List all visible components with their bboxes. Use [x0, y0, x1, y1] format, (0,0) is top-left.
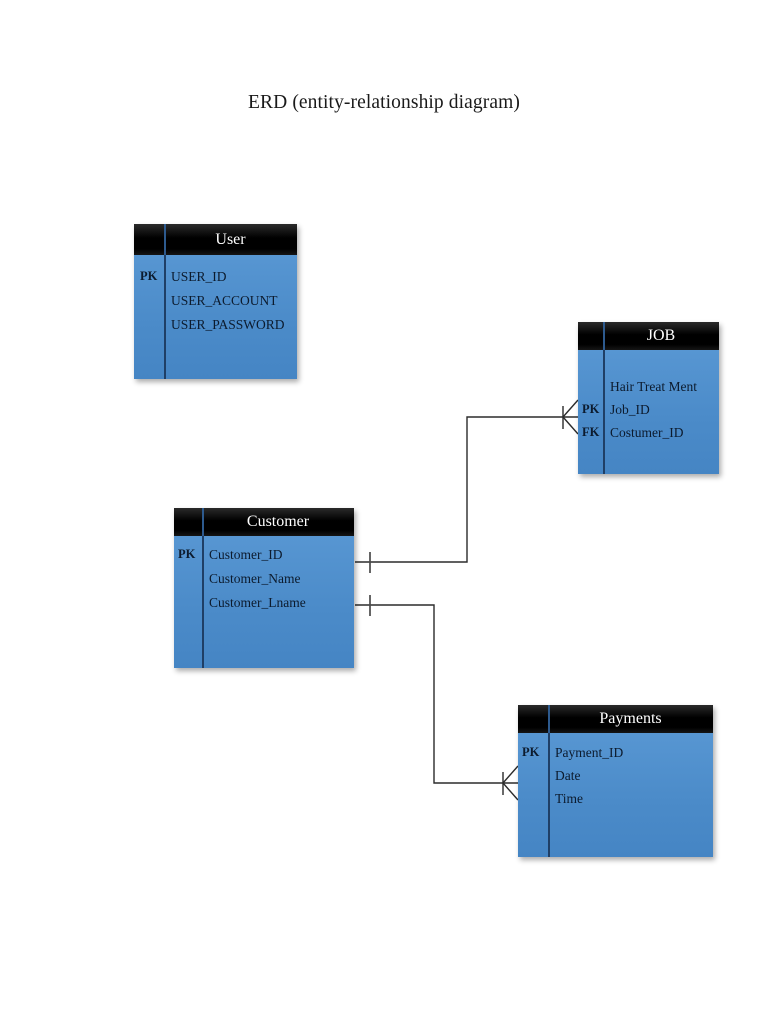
- attribute-row[interactable]: USER_ACCOUNT: [134, 289, 297, 313]
- attribute-name: Customer_Lname: [209, 594, 306, 610]
- attribute-name: USER_ACCOUNT: [171, 292, 278, 308]
- attribute-name: USER_ID: [171, 268, 227, 284]
- relationship-customer-payments: [355, 595, 519, 801]
- attribute-key: PK: [522, 745, 540, 760]
- attribute-row[interactable]: Customer_Name: [174, 567, 354, 591]
- entity-user-body: PK USER_ID USER_ACCOUNT USER_PASSWORD: [134, 255, 297, 379]
- attribute-name: Customer_ID: [209, 546, 283, 562]
- entity-customer-title: Customer: [246, 513, 310, 530]
- entity-job-body-divider: [603, 350, 605, 474]
- attribute-name: Payment_ID: [555, 744, 624, 760]
- entity-job-title: JOB: [646, 327, 676, 344]
- entity-payments-body-divider: [548, 733, 550, 857]
- entity-payments[interactable]: Payments PK Payment_ID Date Time: [518, 705, 713, 857]
- entity-payments-title: Payments: [599, 710, 662, 727]
- attribute-row[interactable]: Date: [518, 764, 713, 788]
- attribute-key: FK: [582, 425, 600, 440]
- attribute-name: Hair Treat Ment: [610, 378, 697, 394]
- entity-payments-header: Payments: [518, 705, 713, 733]
- entity-payments-header-divider: [548, 705, 550, 733]
- entity-job-body: Hair Treat Ment PK Job_ID FK Costumer_ID: [578, 350, 719, 474]
- entity-user-body-divider: [164, 255, 166, 379]
- entity-payments-body: PK Payment_ID Date Time: [518, 733, 713, 857]
- attribute-name: Date: [555, 767, 581, 783]
- entity-job-header: JOB: [578, 322, 719, 350]
- attribute-key: PK: [582, 402, 600, 417]
- entity-job-header-divider: [603, 322, 605, 350]
- entity-customer-body: PK Customer_ID Customer_Name Customer_Ln…: [174, 536, 354, 668]
- attribute-name: USER_PASSWORD: [171, 316, 285, 332]
- attribute-row[interactable]: PK Customer_ID: [174, 543, 354, 567]
- relationship-line-customer-payments: [355, 604, 518, 784]
- entity-job[interactable]: JOB Hair Treat Ment PK Job_ID FK Costume…: [578, 322, 719, 474]
- entity-customer-header-divider: [202, 508, 204, 536]
- relationship-customer-job: [355, 399, 579, 573]
- attribute-row[interactable]: FK Costumer_ID: [578, 421, 719, 445]
- attribute-row[interactable]: Time: [518, 787, 713, 811]
- cardinality-many-crowsfoot-job: [562, 399, 579, 435]
- attribute-row[interactable]: PK USER_ID: [134, 265, 297, 289]
- attribute-name: Job_ID: [610, 401, 650, 417]
- attribute-key: PK: [178, 547, 196, 562]
- entity-user-header: User: [134, 224, 297, 255]
- attribute-row[interactable]: Customer_Lname: [174, 591, 354, 615]
- entity-user-header-divider: [164, 224, 166, 255]
- attribute-row[interactable]: PK Payment_ID: [518, 741, 713, 765]
- attribute-key: PK: [140, 269, 158, 284]
- entity-customer-body-divider: [202, 536, 204, 668]
- entity-user[interactable]: User PK USER_ID USER_ACCOUNT USER_PASSWO…: [134, 224, 297, 379]
- attribute-row[interactable]: Hair Treat Ment: [578, 375, 719, 399]
- attribute-name: Customer_Name: [209, 570, 301, 586]
- attribute-name: Costumer_ID: [610, 424, 684, 440]
- page-title: ERD (entity-relationship diagram): [248, 92, 520, 113]
- cardinality-many-crowsfoot-payments: [502, 765, 519, 801]
- attribute-row[interactable]: USER_PASSWORD: [134, 313, 297, 337]
- attribute-name: Time: [555, 790, 584, 806]
- attribute-row[interactable]: PK Job_ID: [578, 398, 719, 422]
- entity-user-title: User: [215, 230, 246, 248]
- entity-customer[interactable]: Customer PK Customer_ID Customer_Name Cu…: [174, 508, 354, 668]
- relationship-line-customer-job: [355, 416, 578, 563]
- entity-customer-header: Customer: [174, 508, 354, 536]
